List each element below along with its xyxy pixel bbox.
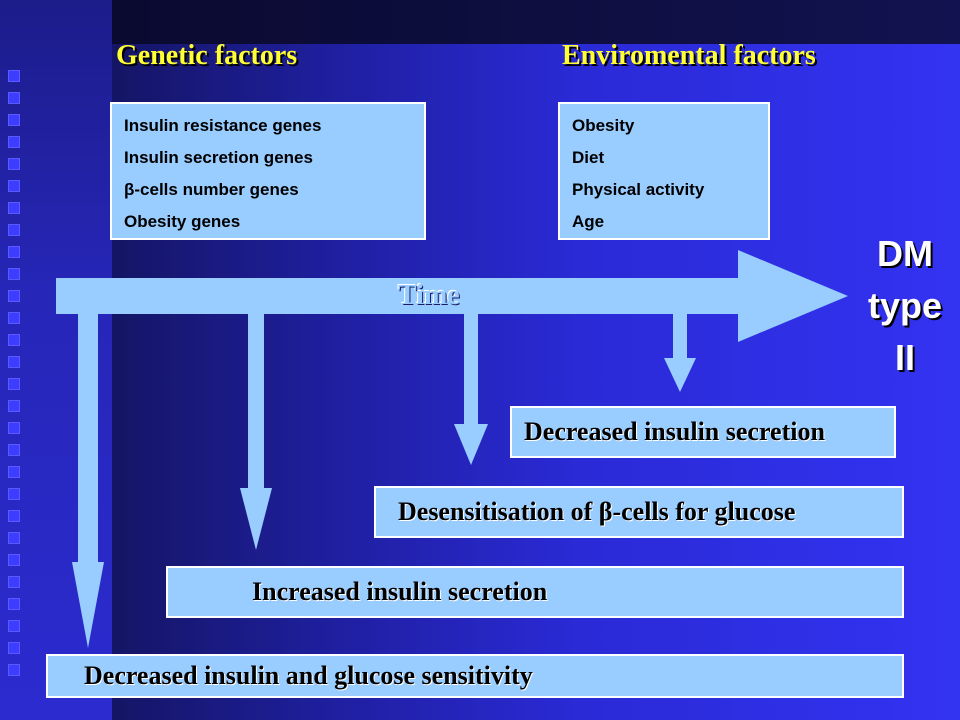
environmental-factor-item: Diet — [572, 148, 605, 167]
down-arrow-2 — [240, 314, 272, 550]
outcome-label: Desensitisation of β-cells for glucose — [398, 497, 796, 526]
time-arrow — [56, 250, 848, 342]
outcome-box-increased-secretion: Increased insulin secretion — [166, 566, 904, 618]
top-decorative-bar — [112, 0, 960, 44]
genetic-factor-item: β-cells number genes — [124, 180, 299, 199]
genetic-factor-item: Obesity genes — [124, 212, 241, 231]
dm-label-line: II — [894, 337, 915, 378]
decorative-squares — [8, 70, 22, 686]
down-arrow-4 — [664, 314, 696, 392]
down-arrow-3 — [454, 314, 488, 465]
dm-label-line: DM — [877, 233, 933, 274]
outcome-box-decreased-secretion: Decreased insulin secretion — [510, 406, 896, 458]
down-arrow-1 — [72, 314, 104, 648]
environmental-factor-item: Obesity — [572, 116, 635, 135]
dm-label-line: type — [867, 285, 943, 326]
outcome-box-desensitisation: Desensitisation of β-cells for glucose — [374, 486, 904, 538]
outcome-label: Decreased insulin secretion — [524, 417, 825, 446]
environmental-factor-item: Age — [572, 212, 605, 231]
genetic-factors-heading: Genetic factors — [116, 40, 298, 71]
genetic-factor-item: Insulin secretion genes — [124, 148, 313, 167]
genetic-factors-box: Insulin resistance genes Insulin secreti… — [110, 102, 426, 240]
outcome-box-decreased-sensitivity: Decreased insulin and glucose sensitivit… — [46, 654, 904, 698]
environmental-factors-box: Obesity Diet Physical activity Age — [558, 102, 770, 240]
environmental-factor-item: Physical activity — [572, 180, 705, 199]
genetic-factor-item: Insulin resistance genes — [124, 116, 322, 135]
outcome-label: Decreased insulin and glucose sensitivit… — [84, 661, 533, 690]
environmental-factors-heading: Enviromental factors — [562, 40, 816, 71]
time-label: Time — [398, 280, 460, 311]
outcome-label: Increased insulin secretion — [252, 577, 548, 606]
dm-type-ii-label: DM type II — [850, 228, 960, 384]
